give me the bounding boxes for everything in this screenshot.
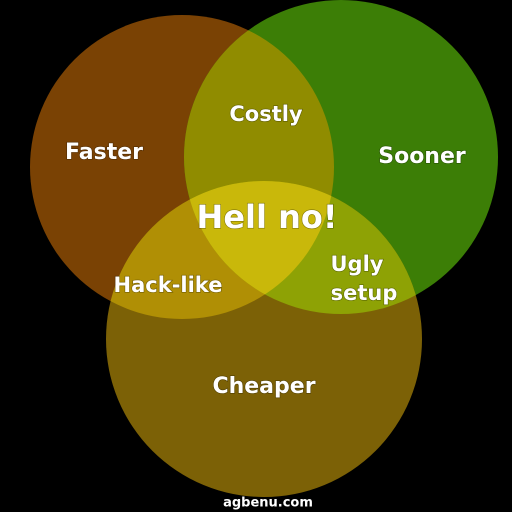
credit-text: agbenu.com [223, 496, 313, 511]
label-sooner: Sooner [378, 144, 466, 169]
label-faster: Faster [65, 140, 143, 165]
label-hell-no: Hell no! [197, 198, 338, 236]
label-hack-like: Hack-like [114, 273, 223, 297]
region-faster-cheaper [106, 181, 334, 319]
label-ugly: Ugly [331, 252, 384, 276]
label-costly: Costly [229, 102, 303, 126]
label-setup: setup [331, 281, 398, 305]
label-cheaper: Cheaper [212, 374, 315, 399]
